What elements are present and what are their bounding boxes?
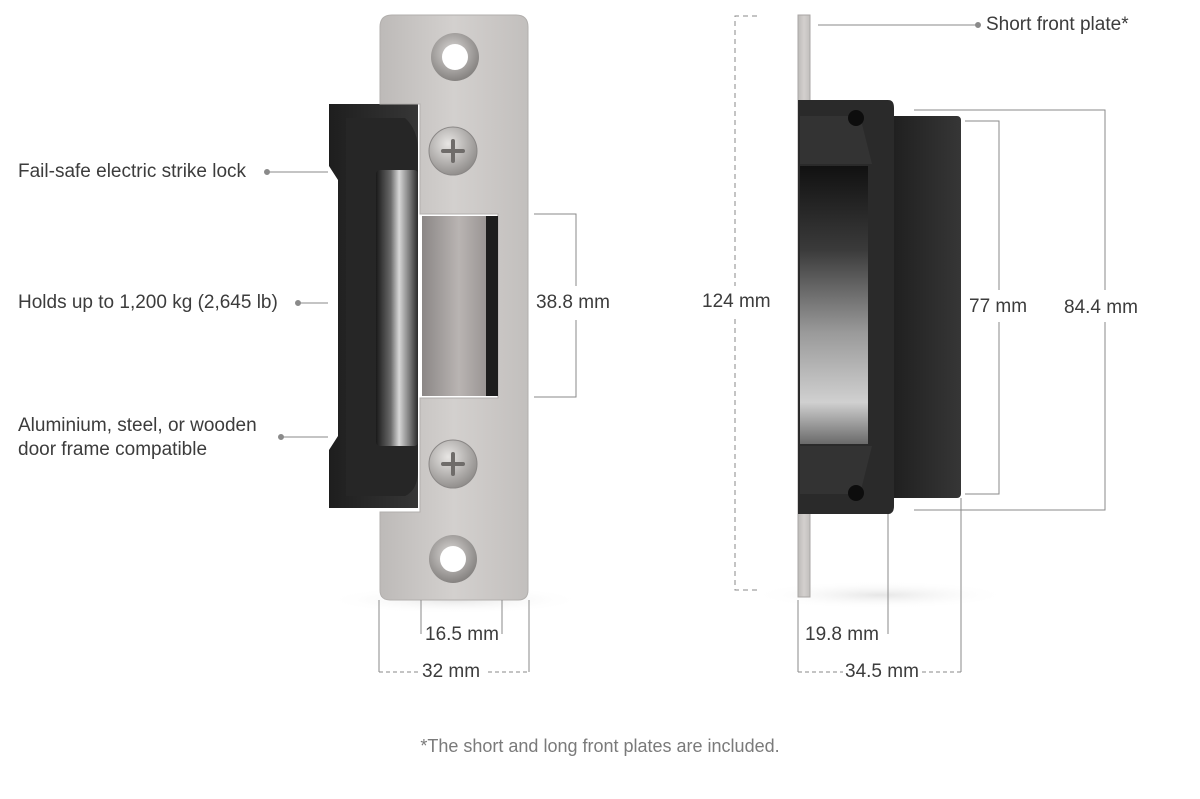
bottom-mount-hole-icon (429, 535, 477, 583)
front-keeper (376, 170, 418, 446)
front-plate (379, 14, 529, 601)
dimension-body-height-outer: 84.4 mm (1062, 296, 1140, 320)
top-screw-icon (428, 126, 478, 176)
side-top-screw-icon (848, 110, 864, 126)
side-bottom-screw-icon (848, 485, 864, 501)
dimension-plate-inner-width: 16.5 mm (423, 623, 501, 647)
slot-edge (486, 216, 498, 396)
plate-slot (422, 216, 496, 396)
dimension-body-height-inner: 77 mm (967, 295, 1030, 319)
side-bottom-bracket (800, 446, 872, 494)
side-keeper (800, 166, 868, 444)
top-mount-hole-icon (431, 33, 479, 81)
side-dimension-lines (734, 15, 1106, 673)
front-dimension-lines (378, 213, 577, 673)
side-top-bracket (800, 116, 872, 164)
dimension-depth-inner: 19.8 mm (803, 623, 881, 647)
callout-frame-compat: Aluminium, steel, or wooden door frame c… (18, 414, 257, 462)
callout-frame-line1: Aluminium, steel, or wooden (18, 415, 257, 436)
side-callout-line (818, 22, 981, 28)
dimension-plate-height: 124 mm (700, 290, 773, 314)
side-rear-body (888, 116, 961, 498)
callout-holding-force: Holds up to 1,200 kg (2,645 lb) (18, 292, 278, 313)
dimension-plate-width: 32 mm (420, 660, 483, 684)
callout-front-plate: Short front plate* (986, 14, 1129, 35)
callout-strike-lock: Fail-safe electric strike lock (18, 161, 247, 182)
front-view (264, 14, 585, 673)
dimension-opening-height: 38.8 mm (534, 291, 612, 315)
dimension-depth-total: 34.5 mm (843, 660, 921, 684)
front-callout-lines (264, 169, 328, 440)
bottom-screw-icon (428, 439, 478, 489)
footnote: *The short and long front plates are inc… (420, 736, 780, 756)
callout-frame-line2: door frame compatible (18, 439, 208, 460)
side-shadow (750, 581, 1010, 609)
side-view (734, 14, 1106, 673)
